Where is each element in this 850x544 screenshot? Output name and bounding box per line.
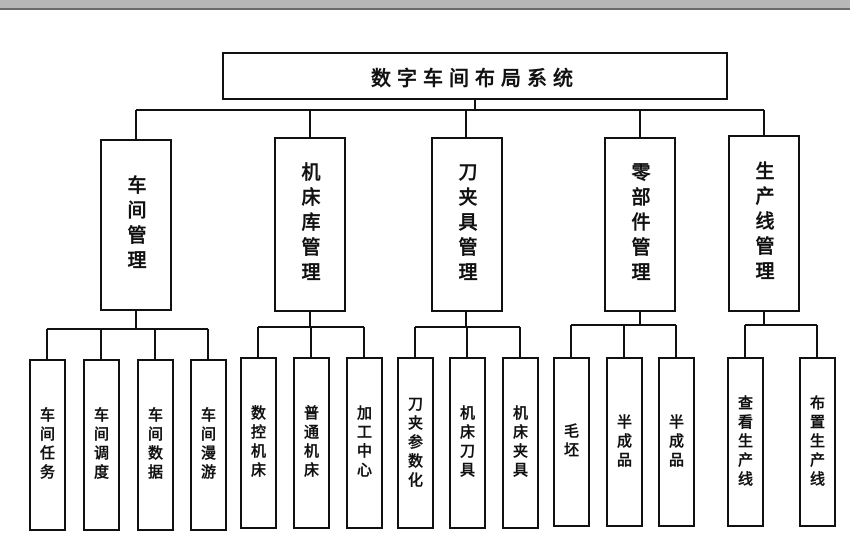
window-top-border <box>0 0 850 10</box>
leaf-node: 半成品 <box>658 357 695 527</box>
leaf-node: 加工中心 <box>346 357 383 529</box>
module-node-parts: 零部件管理 <box>604 137 676 312</box>
leaf-node: 机床刀具 <box>449 357 486 529</box>
leaf-node: 车间数据 <box>137 359 174 531</box>
module-node-machine-library: 机床库管理 <box>274 137 346 312</box>
leaf-node: 布置生产线 <box>799 357 836 527</box>
leaf-node: 普通机床 <box>293 357 330 529</box>
leaf-node: 机床夹具 <box>502 357 539 529</box>
leaf-node: 半成品 <box>606 357 643 527</box>
module-node-workshop: 车间管理 <box>100 139 172 311</box>
leaf-node: 车间漫游 <box>190 359 227 531</box>
leaf-node: 毛坯 <box>553 357 590 527</box>
leaf-node: 刀夹参数化 <box>397 357 434 529</box>
module-node-fixture: 刀夹具管理 <box>431 137 503 312</box>
module-node-production-line: 生产线管理 <box>728 135 800 312</box>
leaf-node: 车间任务 <box>29 359 66 531</box>
leaf-node: 查看生产线 <box>727 357 764 527</box>
leaf-node: 车间调度 <box>83 359 120 531</box>
root-node: 数字车间布局系统 <box>222 52 728 100</box>
leaf-node: 数控机床 <box>240 357 277 529</box>
